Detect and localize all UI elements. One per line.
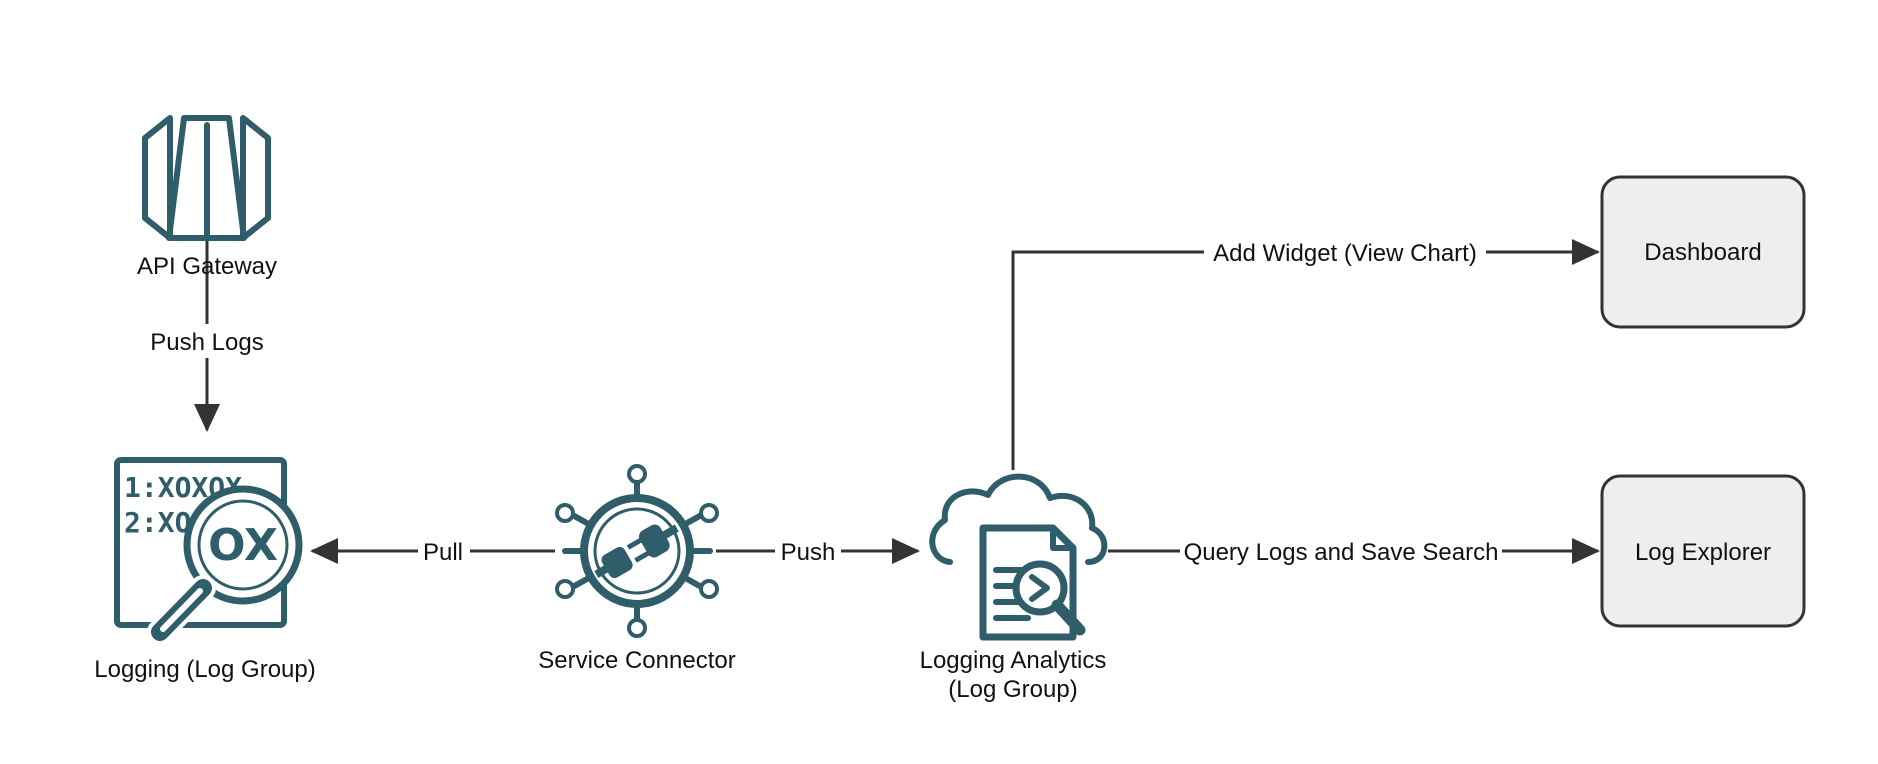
edge-label-add-widget: Add Widget (View Chart) [1213, 240, 1477, 267]
node-label-dashboard: Dashboard [1644, 239, 1761, 266]
api-gateway-icon [142, 115, 271, 241]
node-label-logging-analytics-line1: Logging Analytics [920, 647, 1107, 674]
edge-label-query-logs: Query Logs and Save Search [1184, 539, 1499, 566]
edge-label-push-logs: Push Logs [150, 329, 263, 356]
edge-label-push: Push [781, 539, 836, 566]
cloud-document-search-icon [929, 473, 1108, 641]
log-file-magnifier-icon: 1:XOXOX 2:XO OX [114, 457, 303, 645]
node-logging[interactable]: 1:XOXOX 2:XO OX Logging (Log Group) [94, 457, 316, 683]
node-api-gateway[interactable]: API Gateway [137, 115, 277, 280]
node-log-explorer[interactable]: Log Explorer [1600, 474, 1806, 628]
node-label-log-explorer: Log Explorer [1635, 539, 1771, 566]
edge-pull: Pull [310, 534, 555, 568]
logging-icon-line2: 2:XO [124, 506, 191, 539]
edge-label-pull: Pull [423, 539, 463, 566]
edge-add-widget: Add Widget (View Chart) [1011, 235, 1600, 470]
edge-push-logs: Push Logs [145, 212, 270, 432]
node-logging-analytics[interactable]: Logging Analytics (Log Group) [920, 473, 1108, 703]
node-label-logging-analytics-line2: (Log Group) [948, 676, 1077, 703]
log-explorer-box[interactable] [1600, 474, 1806, 628]
node-label-service-connector: Service Connector [538, 647, 735, 674]
node-service-connector[interactable]: Service Connector [538, 464, 736, 674]
edge-query-logs: Query Logs and Save Search [1108, 534, 1600, 568]
edge-push: Push [716, 534, 920, 568]
node-label-logging: Logging (Log Group) [94, 656, 315, 683]
dashboard-box[interactable] [1600, 175, 1806, 329]
logging-icon-magnifier-text: OX [208, 520, 278, 571]
node-dashboard[interactable]: Dashboard [1600, 175, 1806, 329]
node-label-api-gateway: API Gateway [137, 253, 277, 280]
plug-connector-icon [555, 464, 719, 638]
